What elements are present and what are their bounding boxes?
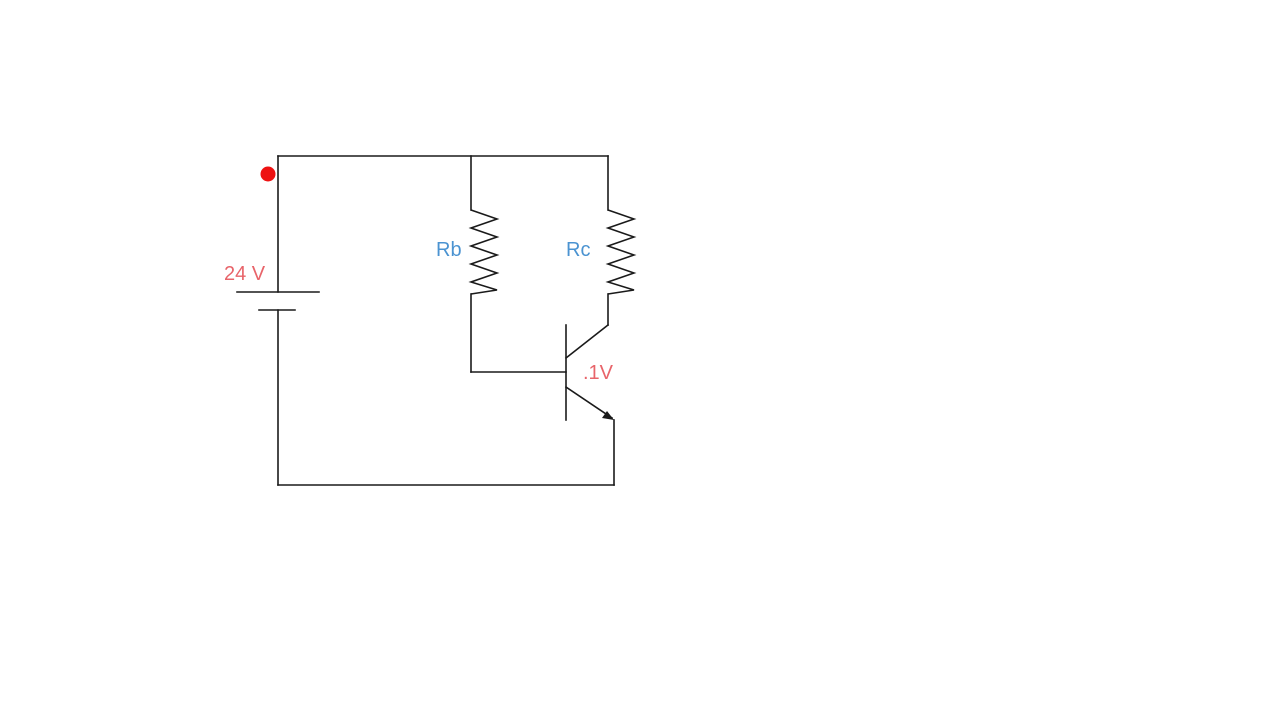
transistor-emitter-lead <box>564 385 614 420</box>
rc-resistor <box>605 209 637 295</box>
transistor-collector-lead <box>564 323 610 360</box>
rb-label: Rb <box>436 239 462 261</box>
battery <box>236 291 320 311</box>
npn-transistor <box>564 323 614 421</box>
emitter-arrow <box>602 411 614 420</box>
transistor-voltage-label: .1V <box>583 362 614 384</box>
rb-resistor <box>468 209 500 295</box>
battery-voltage-label: 24 V <box>224 263 266 285</box>
rc-label: Rc <box>566 239 590 261</box>
red-marker-dot[interactable] <box>260 166 276 182</box>
